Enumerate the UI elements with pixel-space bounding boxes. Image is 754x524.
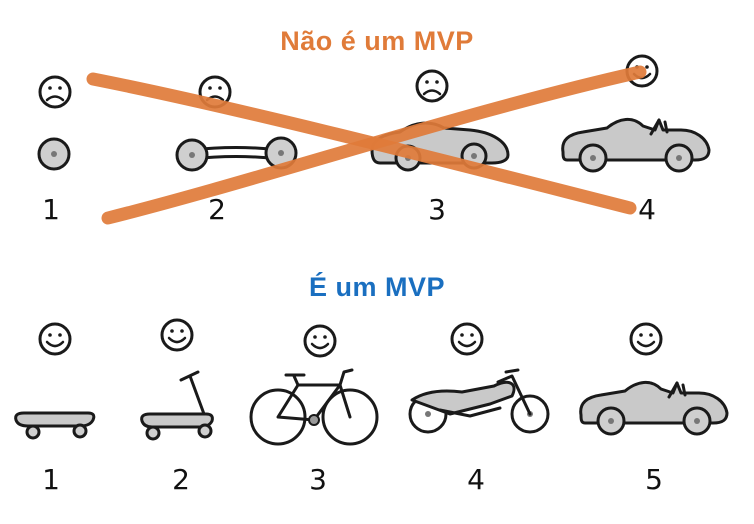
top-step-number-3: 3 <box>428 193 446 226</box>
sad-face-icon <box>415 69 449 103</box>
motorcycle-icon <box>408 368 550 434</box>
skateboard-icon <box>14 411 96 440</box>
cross-out-mark <box>86 65 647 225</box>
bottom-item-1 <box>14 322 96 440</box>
bottom-item-5 <box>579 322 729 436</box>
not-mvp-title: Não é um MVP <box>280 26 474 56</box>
happy-face-icon <box>450 322 484 356</box>
bottom-item-4 <box>408 322 550 434</box>
wheel-icon <box>37 137 71 171</box>
top-step-number-1: 1 <box>42 193 60 226</box>
happy-face-icon <box>629 322 663 356</box>
bottom-item-2 <box>140 318 214 441</box>
sad-face-icon <box>38 75 72 109</box>
top-item-2 <box>175 75 298 172</box>
happy-face-icon <box>38 322 72 356</box>
bottom-item-3 <box>249 324 379 446</box>
top-step-number-2: 2 <box>208 193 226 226</box>
scooter-icon <box>140 370 214 441</box>
bottom-step-number-4: 4 <box>467 463 485 496</box>
convertible-car-icon <box>561 117 711 173</box>
bottom-step-number-1: 1 <box>42 463 60 496</box>
happy-face-icon <box>160 318 194 352</box>
top-step-number-4: 4 <box>638 193 656 226</box>
top-item-1 <box>37 75 72 171</box>
bottom-step-number-2: 2 <box>172 463 190 496</box>
bottom-step-number-5: 5 <box>645 463 663 496</box>
convertible-car-icon <box>579 380 729 436</box>
happy-face-icon <box>303 324 337 358</box>
bicycle-icon <box>249 368 379 446</box>
is-mvp-title: É um MVP <box>308 272 446 302</box>
axle-with-wheels-icon <box>175 136 298 172</box>
bottom-step-number-3: 3 <box>309 463 327 496</box>
